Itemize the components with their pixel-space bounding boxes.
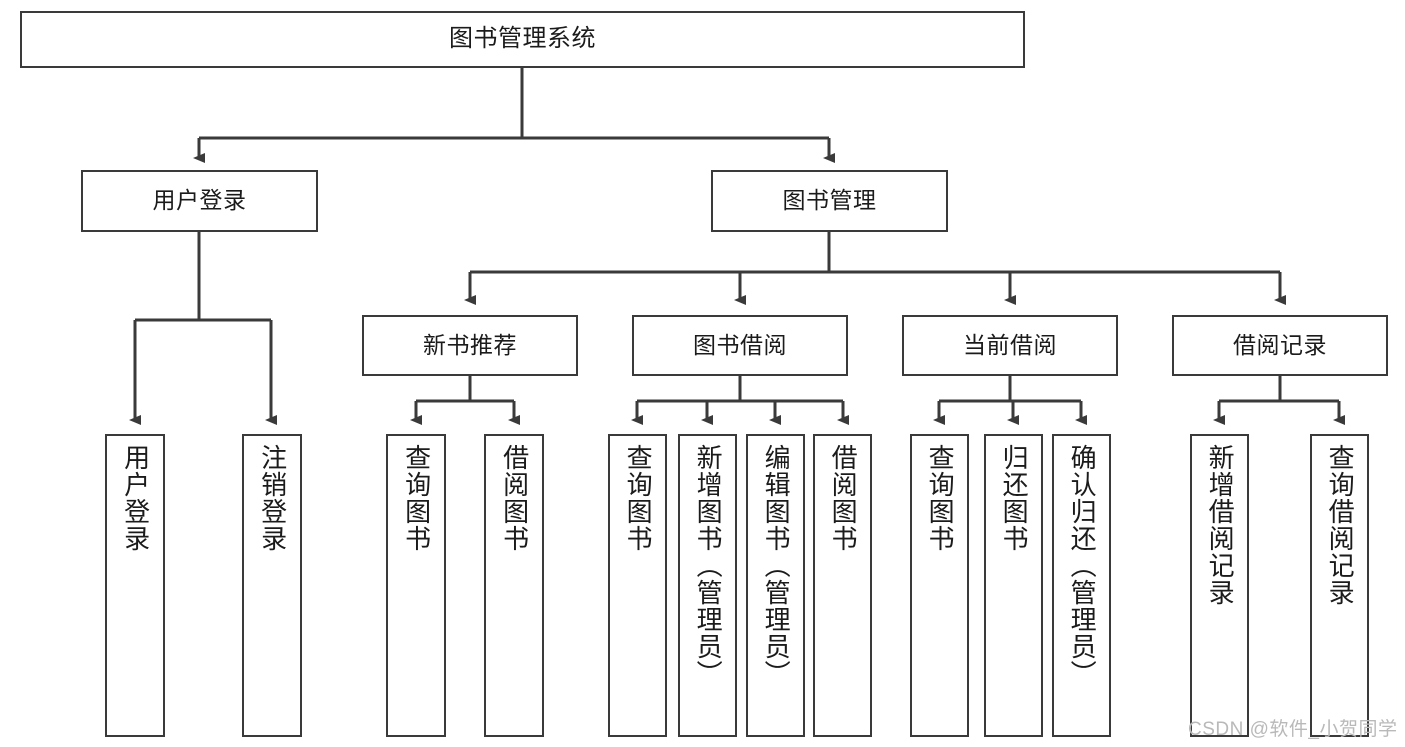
node-label: 新增图书（管理员） — [693, 444, 724, 687]
node-leaf-user-logout[interactable]: 注销登录 — [242, 434, 302, 737]
node-label: 用户登录 — [120, 444, 151, 552]
node-label: 确认归还（管理员） — [1067, 444, 1098, 687]
node-book-borrow[interactable]: 图书借阅 — [632, 315, 848, 376]
node-label: 查询图书 — [401, 444, 432, 552]
node-leaf-borrow-book-rec[interactable]: 借阅图书 — [484, 434, 544, 737]
node-leaf-borrow-book[interactable]: 借阅图书 — [813, 434, 872, 737]
node-leaf-return-book[interactable]: 归还图书 — [984, 434, 1043, 737]
node-label: 借阅图书 — [828, 444, 859, 552]
node-root[interactable]: 图书管理系统 — [20, 11, 1025, 68]
node-label: 注销登录 — [257, 444, 288, 552]
node-label: 查询图书 — [623, 444, 654, 552]
node-label: 借阅记录 — [1233, 331, 1327, 358]
node-label: 编辑图书（管理员） — [761, 444, 792, 687]
node-label: 归还图书 — [999, 444, 1030, 552]
node-leaf-query-book-cur[interactable]: 查询图书 — [910, 434, 969, 737]
node-leaf-edit-book[interactable]: 编辑图书（管理员） — [746, 434, 805, 737]
node-label: 查询图书 — [925, 444, 956, 552]
node-label: 借阅图书 — [499, 444, 530, 552]
node-user-login[interactable]: 用户登录 — [81, 170, 318, 232]
node-new-book-rec[interactable]: 新书推荐 — [362, 315, 578, 376]
node-leaf-user-login[interactable]: 用户登录 — [105, 434, 165, 737]
node-leaf-confirm-return[interactable]: 确认归还（管理员） — [1052, 434, 1111, 737]
node-leaf-query-book-borrow[interactable]: 查询图书 — [608, 434, 667, 737]
node-leaf-add-record[interactable]: 新增借阅记录 — [1190, 434, 1249, 737]
node-leaf-query-book-rec[interactable]: 查询图书 — [386, 434, 446, 737]
node-label: 新书推荐 — [423, 331, 517, 358]
node-label: 图书借阅 — [693, 331, 787, 358]
node-label: 新增借阅记录 — [1205, 444, 1236, 606]
node-label: 当前借阅 — [963, 331, 1057, 358]
watermark-text: CSDN @软件_小贺同学 — [1188, 719, 1398, 740]
node-book-manage[interactable]: 图书管理 — [711, 170, 948, 232]
node-label: 查询借阅记录 — [1325, 444, 1356, 606]
node-label: 图书管理系统 — [449, 25, 596, 53]
node-label: 用户登录 — [152, 187, 247, 214]
node-leaf-query-record[interactable]: 查询借阅记录 — [1310, 434, 1369, 737]
node-current-borrow[interactable]: 当前借阅 — [902, 315, 1118, 376]
node-leaf-add-book[interactable]: 新增图书（管理员） — [678, 434, 737, 737]
node-borrow-record[interactable]: 借阅记录 — [1172, 315, 1388, 376]
node-label: 图书管理 — [782, 187, 877, 214]
